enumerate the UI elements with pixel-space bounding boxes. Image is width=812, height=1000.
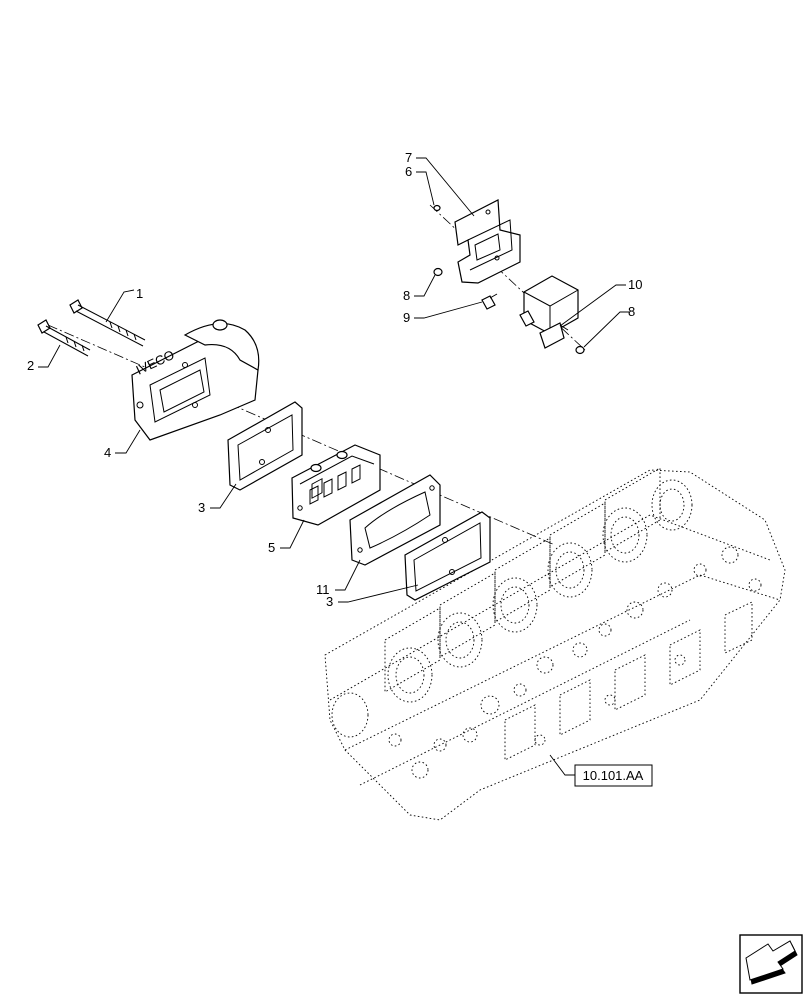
callout-5: 5 bbox=[268, 540, 275, 555]
callout-8-right: 8 bbox=[628, 304, 635, 319]
intake-elbow-housing: IVECO bbox=[131, 319, 260, 441]
cylinder-head-ports bbox=[331, 479, 693, 738]
bracket bbox=[454, 199, 521, 284]
cylinder-head bbox=[324, 467, 786, 821]
callout-11: 11 bbox=[316, 582, 330, 597]
callout-6: 6 bbox=[405, 164, 412, 179]
callout-4: 4 bbox=[104, 445, 111, 460]
bolt-short bbox=[37, 319, 91, 357]
callout-8-left: 8 bbox=[403, 288, 410, 303]
grid-heater bbox=[291, 444, 381, 526]
bolt-long bbox=[69, 299, 146, 347]
next-page-arrow-icon[interactable] bbox=[739, 934, 803, 994]
callout-1: 1 bbox=[136, 286, 143, 301]
nut-left bbox=[433, 267, 443, 277]
washer-nut-upper bbox=[433, 204, 441, 212]
callout-10: 10 bbox=[628, 277, 642, 292]
callout-2: 2 bbox=[27, 358, 34, 373]
gasket-lower bbox=[404, 511, 491, 601]
callout-7: 7 bbox=[405, 150, 412, 165]
callout-9: 9 bbox=[403, 310, 410, 325]
reference-label-text: 10.101.AA bbox=[583, 768, 644, 783]
gasket-upper bbox=[227, 401, 303, 491]
reference-label[interactable]: 10.101.AA bbox=[574, 764, 653, 787]
relay bbox=[519, 275, 579, 349]
callout-3-upper: 3 bbox=[198, 500, 205, 515]
leader-lines bbox=[38, 157, 630, 776]
connector-fitting bbox=[481, 293, 498, 310]
spacer-plate bbox=[349, 474, 441, 566]
nut-right bbox=[575, 345, 585, 355]
callout-3-lower: 3 bbox=[326, 594, 333, 609]
